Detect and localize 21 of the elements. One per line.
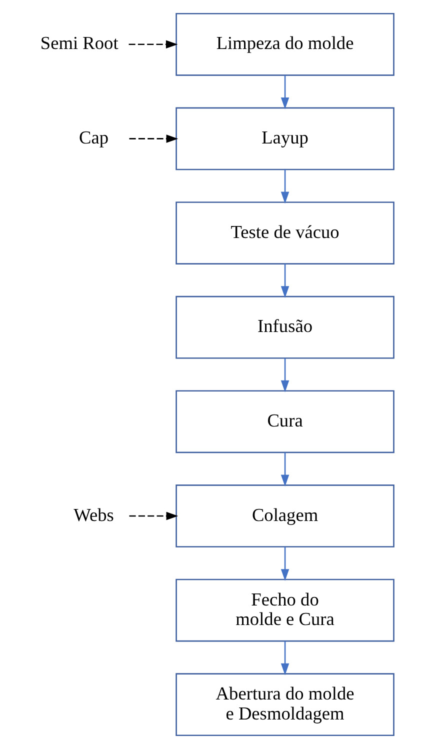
- arrow: [280, 264, 289, 298]
- arrow: [128, 40, 178, 49]
- arrow: [128, 134, 178, 143]
- arrow: [280, 170, 289, 204]
- arrow: [280, 358, 289, 392]
- node-box: Limpeza do molde: [175, 12, 394, 76]
- node-box: Teste de vácuo: [175, 202, 394, 264]
- node-text: Webs: [73, 504, 114, 525]
- node-box: Cura: [175, 390, 394, 454]
- arrow: [128, 512, 178, 520]
- node-box: Fecho do molde e Cura: [175, 578, 394, 642]
- node-text: Semi Root: [40, 33, 118, 54]
- node-text: Cap: [78, 128, 108, 148]
- node-box: Abertura do molde e Desmoldagem: [175, 673, 394, 736]
- node-box: Layup: [175, 107, 394, 170]
- arrow: [280, 75, 289, 110]
- node-box: Colagem: [175, 484, 394, 548]
- node-box: Infusão: [175, 296, 394, 359]
- arrow: [280, 641, 289, 676]
- arrow: [280, 546, 289, 581]
- arrow: [280, 452, 289, 487]
